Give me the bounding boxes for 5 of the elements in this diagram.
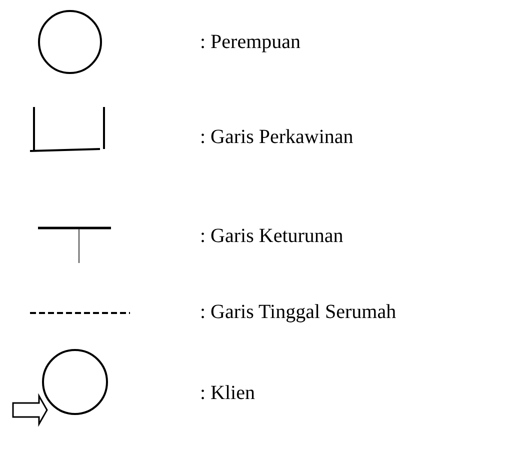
legend-label: : Garis Perkawinan <box>200 125 354 149</box>
legend-label: : Garis Keturunan <box>200 224 344 248</box>
legend-label: : Klien <box>200 381 255 405</box>
legend-label: : Garis Tinggal Serumah <box>200 300 396 324</box>
legend-label: : Perempuan <box>200 30 301 54</box>
